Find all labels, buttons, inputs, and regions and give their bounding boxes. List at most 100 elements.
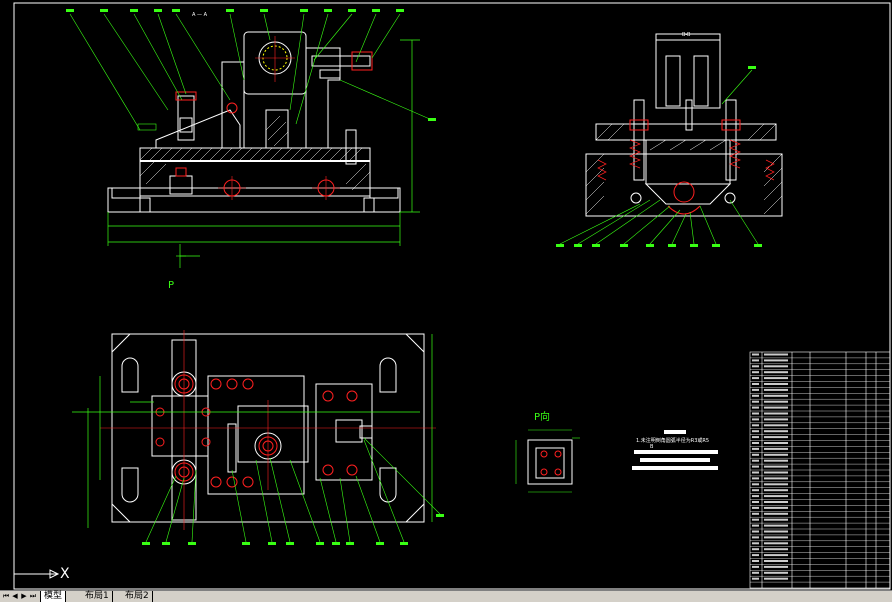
parts-cell-mark xyxy=(764,524,788,527)
parts-cell-mark xyxy=(764,359,788,362)
tab-nav-prev-icon[interactable]: ◀ xyxy=(12,592,18,600)
balloon-marks xyxy=(66,9,762,545)
balloon-tick xyxy=(690,244,698,247)
balloon-tick xyxy=(592,244,600,247)
parts-index-mark xyxy=(752,518,759,521)
balloon-tick xyxy=(646,244,654,247)
balloon-tick xyxy=(316,542,324,545)
view-p-label: P向 xyxy=(534,410,550,423)
parts-index-mark xyxy=(752,495,759,498)
tab-model[interactable]: 模型 xyxy=(40,591,67,602)
parts-cell-mark xyxy=(764,453,788,456)
parts-index-mark xyxy=(752,506,759,509)
tech-req-line2: B xyxy=(650,444,654,450)
parts-index-mark xyxy=(752,442,759,444)
tech-requirements xyxy=(632,430,718,470)
tab-layout2[interactable]: 布局2 xyxy=(122,591,153,602)
balloon-tick xyxy=(268,542,276,545)
parts-cell-mark xyxy=(764,412,788,415)
parts-index-mark xyxy=(752,524,759,527)
parts-cell-mark xyxy=(764,577,788,580)
parts-index-mark xyxy=(752,447,759,450)
parts-index-mark xyxy=(752,512,759,515)
p-direction-view xyxy=(515,429,580,493)
balloon-tick xyxy=(154,9,162,12)
ucs-icon xyxy=(12,562,62,588)
parts-index-mark xyxy=(752,477,759,480)
parts-index-mark xyxy=(752,483,759,486)
parts-cell-mark xyxy=(764,353,788,356)
parts-index-mark xyxy=(752,577,759,580)
parts-cell-mark xyxy=(764,447,788,450)
parts-cell-mark xyxy=(764,548,788,551)
balloon-tick xyxy=(620,244,628,247)
balloon-tick xyxy=(400,542,408,545)
view-b-b-label: B-B xyxy=(682,32,691,38)
balloon-tick xyxy=(242,542,250,545)
parts-index-mark xyxy=(752,489,759,492)
parts-cell-mark xyxy=(764,383,788,385)
balloon-tick xyxy=(286,542,294,545)
section-a-a-label: A — A xyxy=(192,12,208,18)
balloon-tick xyxy=(376,542,384,545)
parts-index-mark xyxy=(752,353,759,356)
parts-cell-mark xyxy=(764,489,788,492)
parts-cell-mark xyxy=(764,465,788,468)
balloon-tick xyxy=(66,9,74,12)
parts-cell-mark xyxy=(764,530,788,533)
balloon-tick xyxy=(396,9,404,12)
parts-cell-mark xyxy=(764,506,788,509)
balloon-tick xyxy=(668,244,676,247)
parts-index-mark xyxy=(752,465,759,468)
balloon-tick xyxy=(346,542,354,545)
parts-index-mark xyxy=(752,394,759,397)
parts-cell-mark xyxy=(764,571,788,574)
balloon-tick xyxy=(372,9,380,12)
tab-nav-last-icon[interactable]: ⏭ xyxy=(29,592,37,600)
parts-index-mark xyxy=(752,383,759,385)
parts-list-rows xyxy=(750,353,890,583)
parts-cell-mark xyxy=(764,459,788,462)
parts-cell-mark xyxy=(764,565,788,568)
balloon-tick xyxy=(712,244,720,247)
parts-cell-mark xyxy=(764,400,788,403)
parts-cell-mark xyxy=(764,471,788,474)
parts-index-mark xyxy=(752,400,759,403)
parts-cell-mark xyxy=(764,430,788,433)
parts-cell-mark xyxy=(764,406,788,409)
parts-cell-mark xyxy=(764,483,788,486)
parts-cell-mark xyxy=(764,371,788,374)
parts-cell-mark xyxy=(764,477,788,480)
balloon-tick xyxy=(142,542,150,545)
ucs-axis-x: X xyxy=(60,566,70,582)
parts-cell-mark xyxy=(764,560,788,562)
balloon-tick xyxy=(162,542,170,545)
tab-layout1[interactable]: 布局1 xyxy=(82,591,113,602)
parts-index-mark xyxy=(752,459,759,462)
balloon-tick xyxy=(428,118,436,121)
parts-cell-mark xyxy=(764,388,788,391)
tab-nav-next-icon[interactable]: ▶ xyxy=(21,592,27,600)
parts-index-mark xyxy=(752,471,759,474)
parts-cell-mark xyxy=(764,377,788,380)
parts-index-mark xyxy=(752,365,759,368)
parts-index-mark xyxy=(752,565,759,568)
parts-index-mark xyxy=(752,359,759,362)
parts-index-mark xyxy=(752,418,759,421)
parts-cell-mark xyxy=(764,442,788,444)
balloon-tick xyxy=(556,244,564,247)
parts-index-mark xyxy=(752,571,759,574)
parts-cell-mark xyxy=(764,554,788,557)
direction-p-label: P xyxy=(168,280,174,291)
layout-tab-bar: ⏮ ◀ ▶ ⏭ 模型 布局1 布局2 xyxy=(0,590,892,602)
parts-cell-mark xyxy=(764,512,788,515)
parts-index-mark xyxy=(752,430,759,433)
parts-index-mark xyxy=(752,453,759,456)
parts-index-mark xyxy=(752,377,759,380)
tech-req-line1: 1.未注明倒角圆弧半径为R3或R5 xyxy=(636,437,709,444)
tab-nav-first-icon[interactable]: ⏮ xyxy=(2,592,10,600)
parts-cell-mark xyxy=(764,424,788,427)
balloon-tick xyxy=(260,9,268,12)
parts-cell-mark xyxy=(764,418,788,421)
